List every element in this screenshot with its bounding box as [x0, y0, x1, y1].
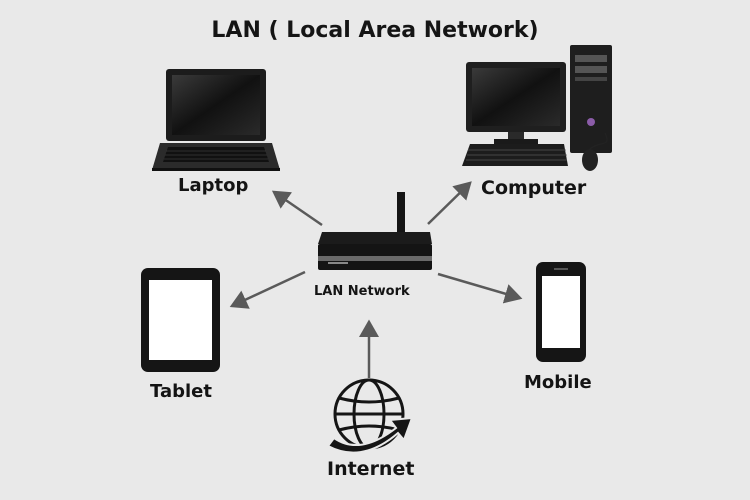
router-icon [318, 192, 432, 270]
diagram-title: LAN ( Local Area Network) [211, 18, 539, 43]
mobile-icon [536, 262, 586, 362]
mobile-label: Mobile [524, 372, 592, 393]
arrow-to-tablet [229, 270, 306, 309]
laptop-label: Laptop [178, 175, 249, 196]
arrow-to-laptop [271, 190, 323, 227]
globe-arrow [326, 416, 414, 454]
tablet-label: Tablet [150, 381, 212, 402]
arrow-to-computer [427, 181, 472, 225]
laptop-icon [152, 69, 280, 171]
computer-icon [462, 45, 612, 171]
tablet-icon [141, 268, 220, 372]
internet-label: Internet [327, 458, 415, 480]
computer-label: Computer [481, 177, 587, 199]
arrow-to-mobile [437, 272, 523, 304]
hub-label: LAN Network [314, 284, 410, 299]
